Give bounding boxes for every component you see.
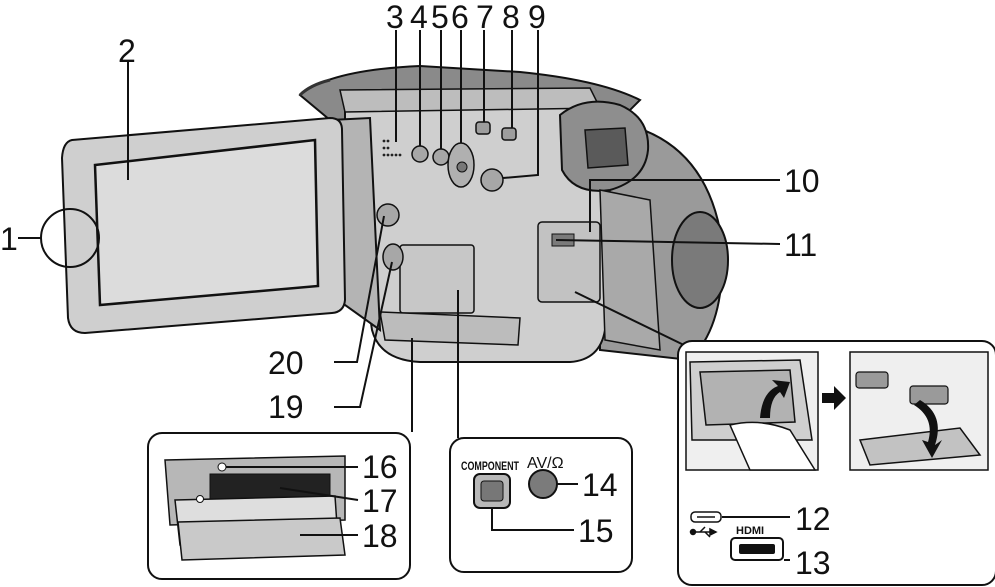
av-component-panel	[449, 437, 633, 573]
callout-2: 2	[118, 33, 136, 69]
arrow-right-icon	[822, 386, 846, 410]
callout-18: 18	[362, 518, 398, 554]
callout-14: 14	[582, 467, 618, 503]
usb-icon	[689, 526, 718, 538]
callout-4: 4	[410, 0, 428, 35]
callout-numbers: 1 2 3 4 5 6 7 8 9 10 11 12 13 14 15 16 1…	[0, 0, 831, 581]
usb-hdmi-panel	[677, 340, 995, 586]
callout-5: 5	[431, 0, 449, 35]
card-slot-panel	[147, 432, 411, 580]
callout-19: 19	[268, 389, 304, 425]
callout-1: 1	[0, 221, 18, 257]
lcd-monitor	[60, 116, 347, 335]
callout-12: 12	[795, 501, 831, 537]
callout-8: 8	[502, 0, 520, 35]
callout-lines	[18, 30, 781, 438]
callout-6: 6	[451, 0, 469, 35]
port-labels: COMPONENT AV/Ω HDMI	[461, 455, 764, 537]
callout-7: 7	[476, 0, 494, 35]
curved-arrow-icon	[760, 380, 790, 418]
callout-13: 13	[795, 545, 831, 581]
av-label: AV/Ω	[527, 455, 564, 472]
callout-3: 3	[386, 0, 404, 35]
callout-10: 10	[784, 163, 820, 199]
callout-15: 15	[578, 513, 614, 549]
component-label: COMPONENT	[461, 459, 519, 473]
callout-16: 16	[362, 449, 398, 485]
callout-20: 20	[268, 345, 304, 381]
callout-11: 11	[784, 227, 817, 263]
hdmi-label: HDMI	[736, 525, 764, 537]
callout-9: 9	[528, 0, 546, 35]
callout-17: 17	[362, 483, 398, 519]
